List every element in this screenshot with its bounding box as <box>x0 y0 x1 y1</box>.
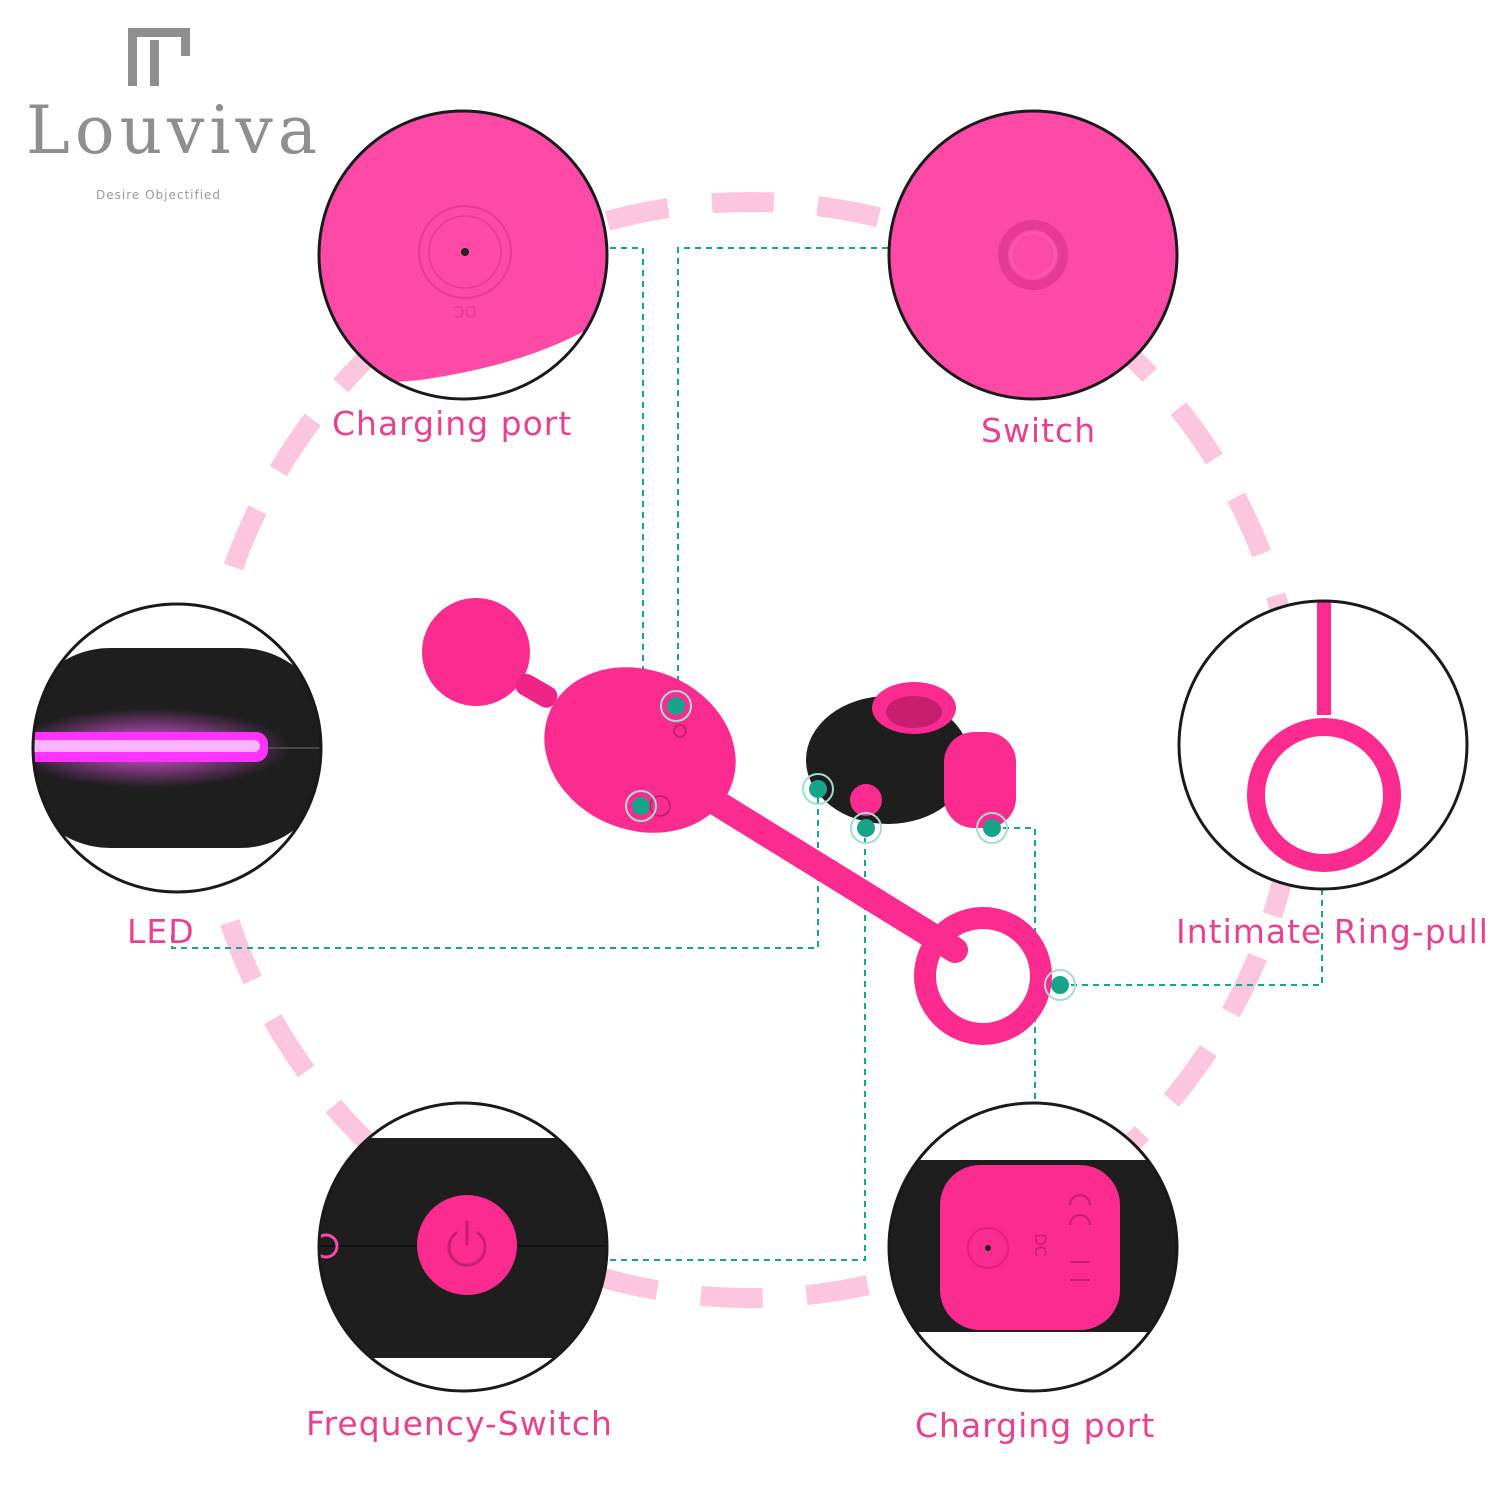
detail-circle-ring-pull <box>1177 599 1469 891</box>
label-intimate-ring-pull: Intimate Ring-pull <box>1176 912 1489 951</box>
product-image <box>422 598 1052 1045</box>
detail-circle-frequency-switch <box>317 1101 609 1393</box>
detail-circle-charging-port-top: DC <box>317 109 609 401</box>
brand-logo-icon <box>128 28 190 86</box>
detail-circle-led <box>31 602 323 894</box>
connector-dots <box>625 690 1076 1001</box>
ce-mark-icon <box>1069 1194 1091 1281</box>
brand-tagline: Desire Objectified <box>96 188 222 202</box>
label-led: LED <box>127 912 195 951</box>
decorative-dashed-ring <box>192 192 1308 1308</box>
detail-circle-charging-port-bottom: DC <box>887 1101 1179 1393</box>
label-charging-port-bottom: Charging port <box>915 1406 1156 1445</box>
label-charging-port-top: Charging port <box>332 404 573 443</box>
detail-circle-switch <box>887 109 1179 401</box>
label-switch: Switch <box>981 411 1097 450</box>
dc-marking-bottom: DC <box>1031 1233 1050 1257</box>
label-frequency-switch: Frequency-Switch <box>306 1404 613 1443</box>
power-icon <box>447 1220 487 1267</box>
brand-name: Louviva <box>26 92 323 169</box>
dc-marking: DC <box>453 302 477 321</box>
